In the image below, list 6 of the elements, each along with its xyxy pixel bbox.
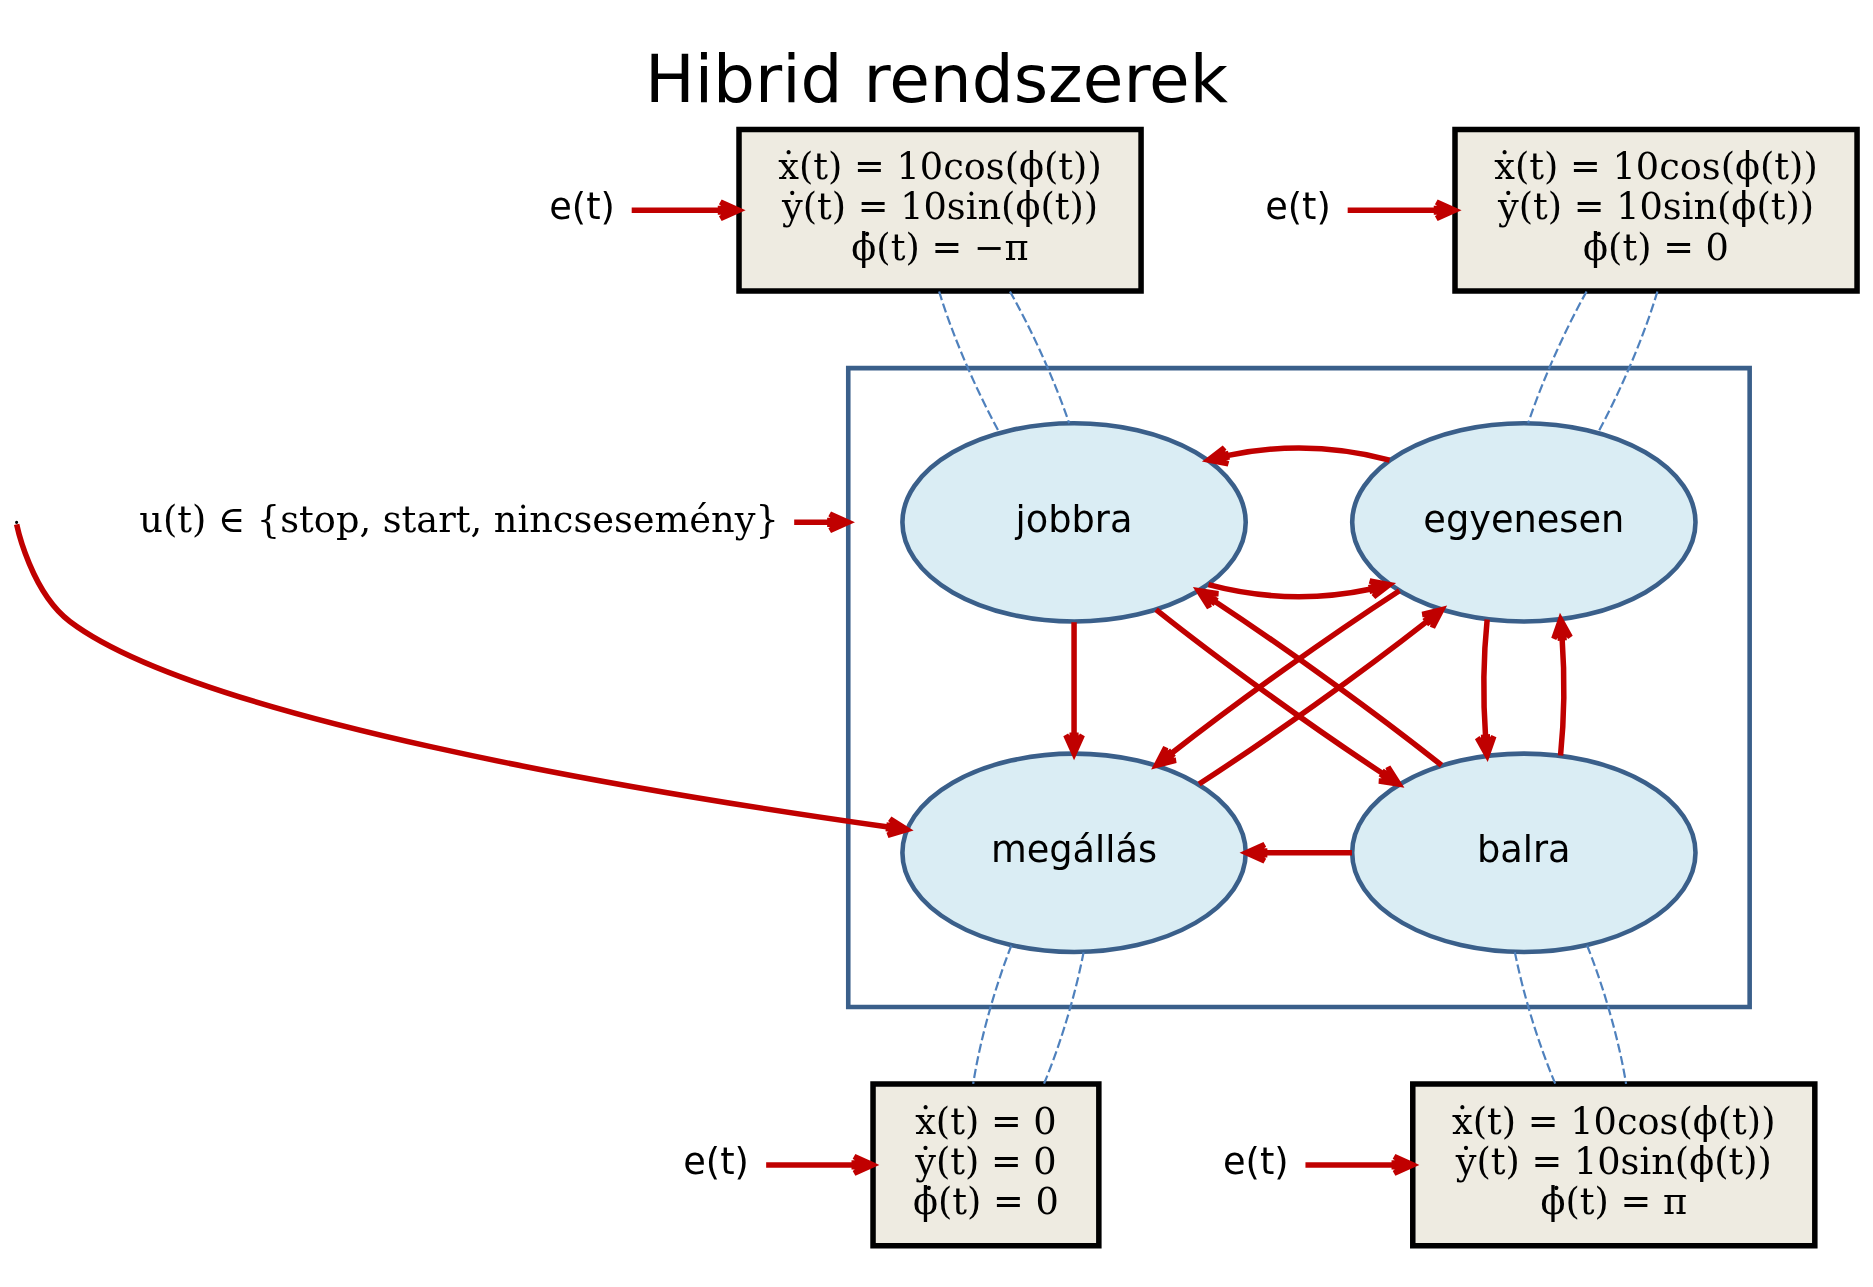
node-text: e(t) [549, 185, 615, 229]
node-text: e(t) [1265, 185, 1331, 229]
node-text: e(t) [1223, 1140, 1289, 1184]
diagram-title: Hibrid rendszerek [644, 40, 1229, 118]
node-text: e(t) [683, 1140, 749, 1184]
node-text: u(t) ∈ {stop, start, nincsesemény} [139, 497, 779, 541]
